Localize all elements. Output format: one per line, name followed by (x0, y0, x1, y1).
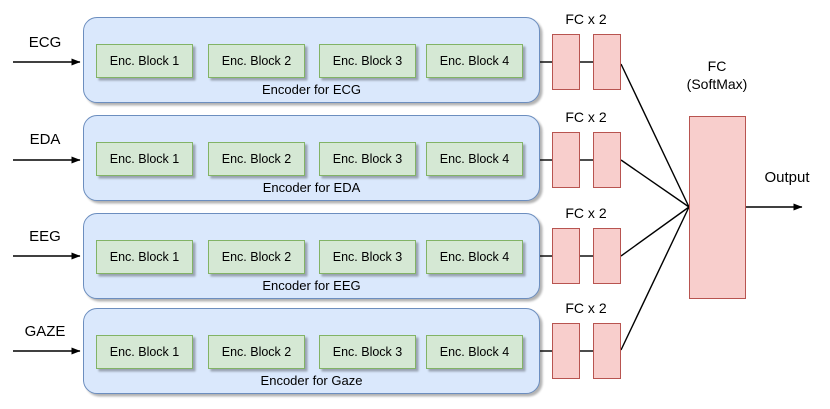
fc-layer-1-eeg (552, 228, 580, 284)
enc-block: Enc. Block 1 (96, 44, 193, 78)
enc-block: Enc. Block 3 (319, 240, 416, 274)
enc-block: Enc. Block 1 (96, 240, 193, 274)
input-label-gaze: GAZE (24, 323, 66, 340)
fc-layer-2-gaze (593, 323, 621, 379)
fc-pair-label-ecg: FC x 2 (565, 11, 607, 27)
softmax-label-line1: FC (707, 58, 727, 74)
enc-block: Enc. Block 2 (208, 44, 305, 78)
encoder-caption-eda: Encoder for EDA (262, 180, 361, 195)
encoder-container-ecg: Enc. Block 1 Enc. Block 2 Enc. Block 3 E… (83, 17, 540, 103)
enc-block: Enc. Block 1 (96, 335, 193, 369)
encoder-caption-ecg: Encoder for ECG (262, 82, 361, 97)
fc-layer-1-ecg (552, 34, 580, 90)
enc-block: Enc. Block 2 (208, 240, 305, 274)
input-label-eda: EDA (29, 131, 61, 148)
fc-pair-label-eda: FC x 2 (565, 109, 607, 125)
fuse-line-gaze (620, 206, 690, 351)
softmax-box (689, 116, 746, 299)
enc-block: Enc. Block 3 (319, 335, 416, 369)
enc-block: Enc. Block 2 (208, 335, 305, 369)
input-label-eeg: EEG (29, 228, 61, 245)
encoder-container-eda: Enc. Block 1 Enc. Block 2 Enc. Block 3 E… (83, 115, 540, 201)
fc-pair-label-gaze: FC x 2 (565, 300, 607, 316)
fuse-line-eda (620, 159, 690, 208)
fc-layer-2-eeg (593, 228, 621, 284)
enc-block: Enc. Block 4 (426, 240, 523, 274)
enc-block: Enc. Block 4 (426, 335, 523, 369)
output-label: Output (764, 169, 810, 186)
encoder-caption-gaze: Encoder for Gaze (260, 373, 363, 388)
enc-block: Enc. Block 3 (319, 44, 416, 78)
fc-pair-label-eeg: FC x 2 (565, 205, 607, 221)
enc-block: Enc. Block 4 (426, 142, 523, 176)
enc-block: Enc. Block 2 (208, 142, 305, 176)
enc-block: Enc. Block 4 (426, 44, 523, 78)
encoder-caption-eeg: Encoder for EEG (262, 278, 361, 293)
encoder-container-eeg: Enc. Block 1 Enc. Block 2 Enc. Block 3 E… (83, 213, 540, 299)
fc-layer-1-eda (552, 132, 580, 188)
enc-block: Enc. Block 1 (96, 142, 193, 176)
fc-layer-1-gaze (552, 323, 580, 379)
input-label-ecg: ECG (28, 34, 62, 51)
softmax-label: FC (SoftMax) (657, 57, 777, 93)
fc-layer-2-ecg (593, 34, 621, 90)
fc-layer-2-eda (593, 132, 621, 188)
softmax-label-line2: (SoftMax) (686, 76, 748, 92)
enc-block: Enc. Block 3 (319, 142, 416, 176)
encoder-container-gaze: Enc. Block 1 Enc. Block 2 Enc. Block 3 E… (83, 308, 540, 394)
